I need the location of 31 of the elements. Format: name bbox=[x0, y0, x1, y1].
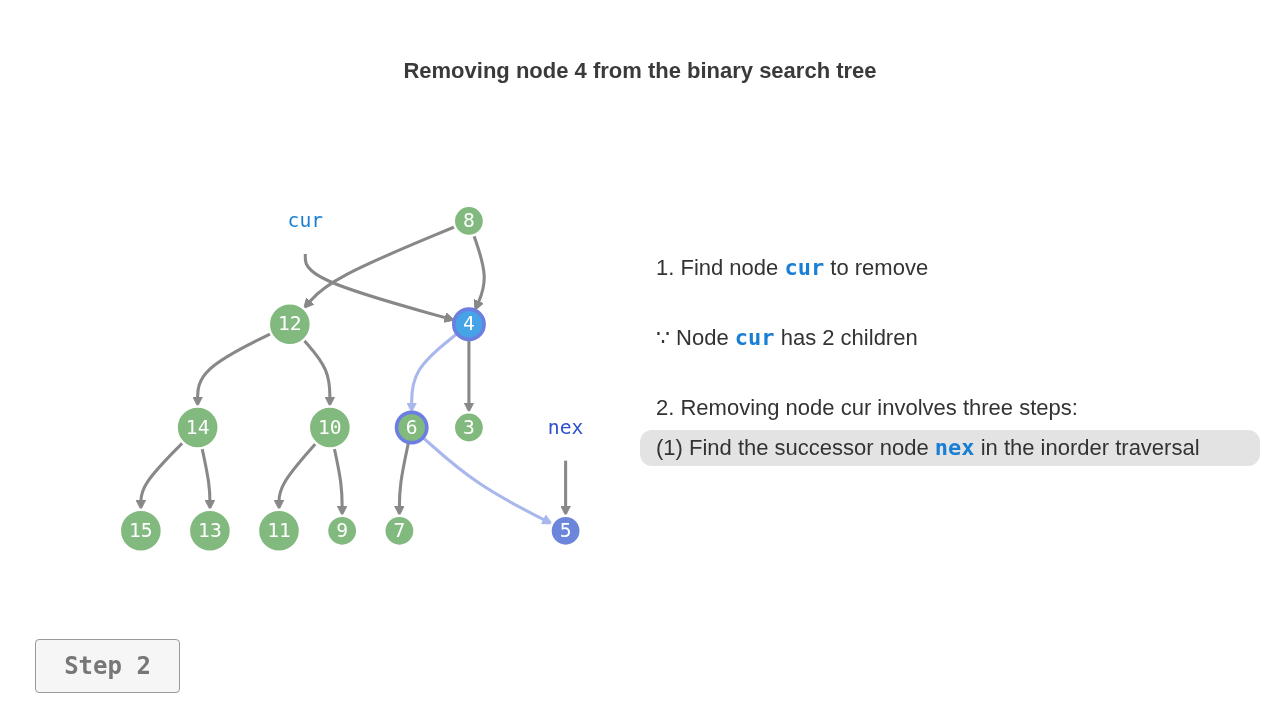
step-text: ∵ Node cur has 2 children bbox=[655, 324, 919, 352]
step-button: Step 2 bbox=[35, 639, 180, 693]
node-circle: 11 bbox=[256, 508, 302, 554]
node-text: cur bbox=[287, 208, 324, 233]
arrow bbox=[394, 442, 411, 517]
node-circle: 8 bbox=[452, 204, 486, 238]
arrow bbox=[200, 447, 216, 511]
node-circle: 4 bbox=[451, 307, 486, 342]
arrow bbox=[303, 225, 456, 310]
arrow bbox=[273, 442, 318, 511]
node-circle: 5 bbox=[549, 514, 582, 548]
node-circle: 10 bbox=[307, 405, 353, 450]
arrow bbox=[560, 460, 571, 517]
arrow bbox=[303, 254, 455, 323]
step-text: 1. Find node cur to remove bbox=[655, 254, 930, 282]
node-circle: 3 bbox=[452, 411, 486, 445]
diagram-title: Removing node 4 from the binary search tree bbox=[402, 58, 878, 84]
node-circle: 7 bbox=[383, 514, 416, 548]
arrow bbox=[421, 436, 553, 525]
arrow bbox=[332, 447, 348, 517]
arrow bbox=[472, 234, 486, 312]
node-circle: 15 bbox=[118, 508, 164, 554]
node-text: nex bbox=[547, 415, 584, 439]
step-text: 2. Removing node cur involves three steps: bbox=[655, 394, 1079, 422]
arrow bbox=[135, 441, 184, 511]
node-circle: 14 bbox=[175, 405, 220, 450]
node-circle: 9 bbox=[325, 514, 359, 548]
node-circle: 13 bbox=[187, 508, 233, 554]
highlighted-step-text: (1) Find the successor node nex in the inorder traversal bbox=[640, 430, 1260, 466]
node-circle: 6 bbox=[394, 410, 429, 445]
node-circle: 12 bbox=[267, 302, 313, 347]
